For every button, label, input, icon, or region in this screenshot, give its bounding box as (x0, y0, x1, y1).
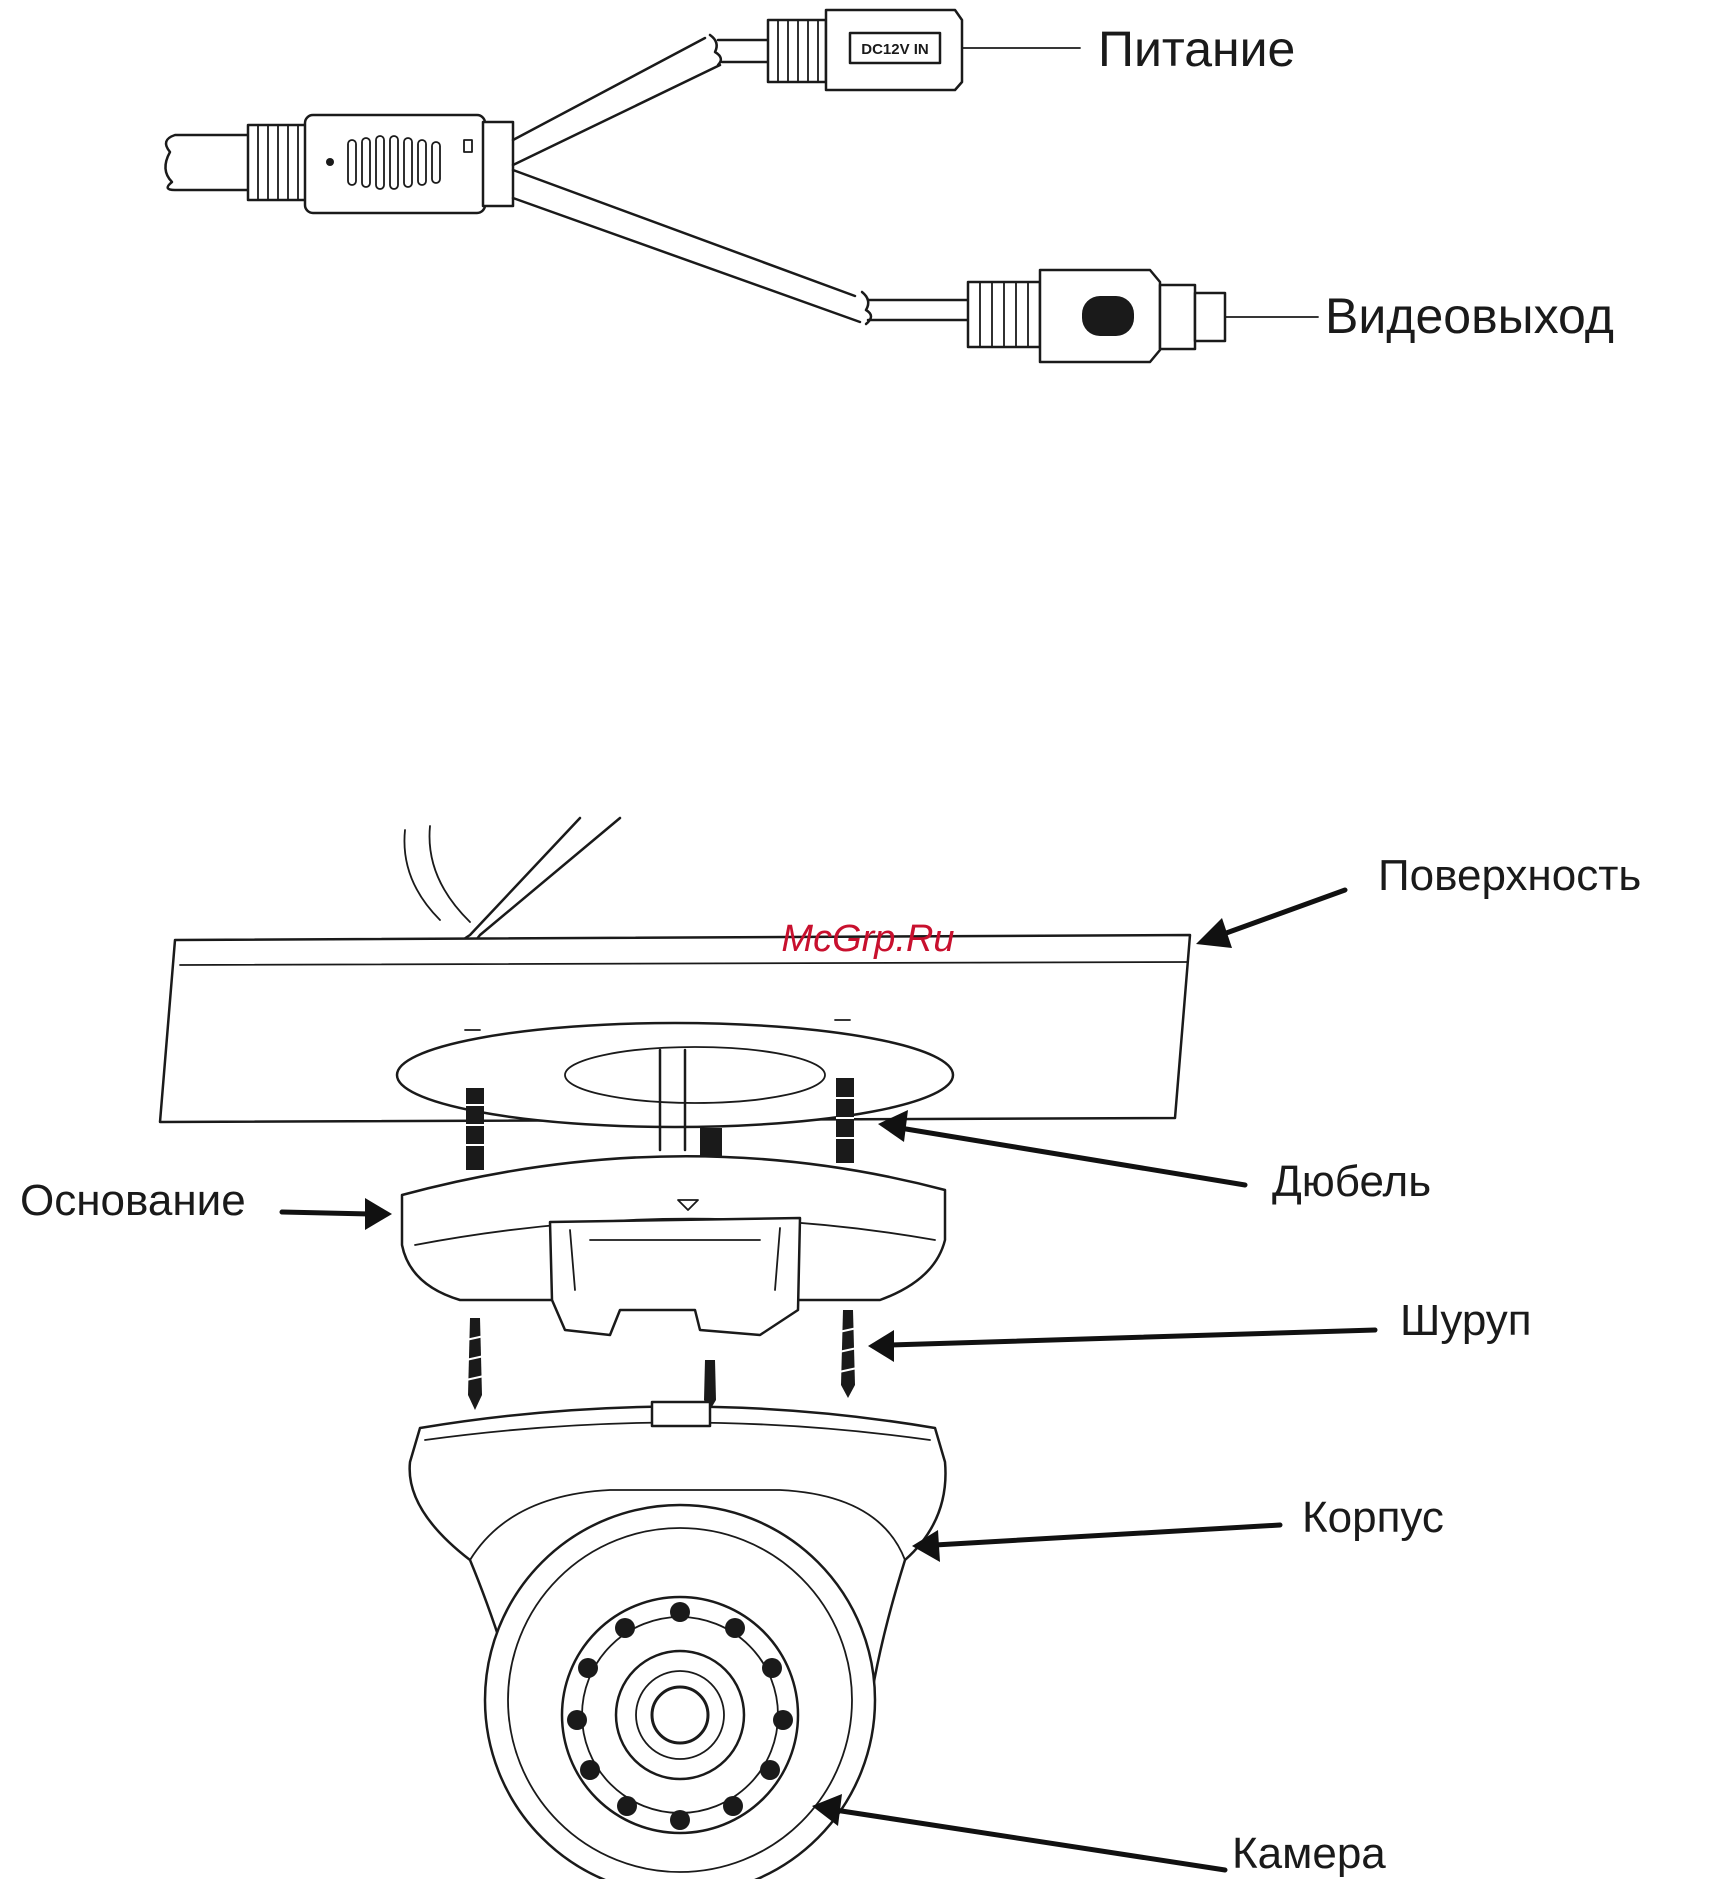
power-connector: DC12V IN (710, 10, 1080, 90)
label-screw: Шуруп (1400, 1296, 1532, 1345)
base-ring (402, 1156, 945, 1335)
label-video-out: Видеовыход (1325, 288, 1614, 344)
label-housing: Корпус (1302, 1493, 1444, 1542)
watermark: McGrp.Ru (781, 918, 954, 960)
screws (466, 1310, 857, 1410)
label-camera: Камера (1232, 1829, 1386, 1878)
main-cable (165, 115, 513, 213)
power-jack-text: DC12V IN (861, 41, 929, 58)
camera-ball (485, 1505, 875, 1879)
video-connector (862, 270, 1318, 362)
label-power: Питание (1098, 21, 1295, 77)
label-base: Основание (20, 1176, 246, 1225)
mount-diagram: Поверхность Дюбель Основание Шуруп Корпу… (20, 818, 1641, 1879)
cable-diagram: DC12V IN Питание Видеовыход (165, 10, 1613, 362)
label-surface: Поверхность (1378, 851, 1641, 900)
label-anchor: Дюбель (1272, 1157, 1431, 1206)
